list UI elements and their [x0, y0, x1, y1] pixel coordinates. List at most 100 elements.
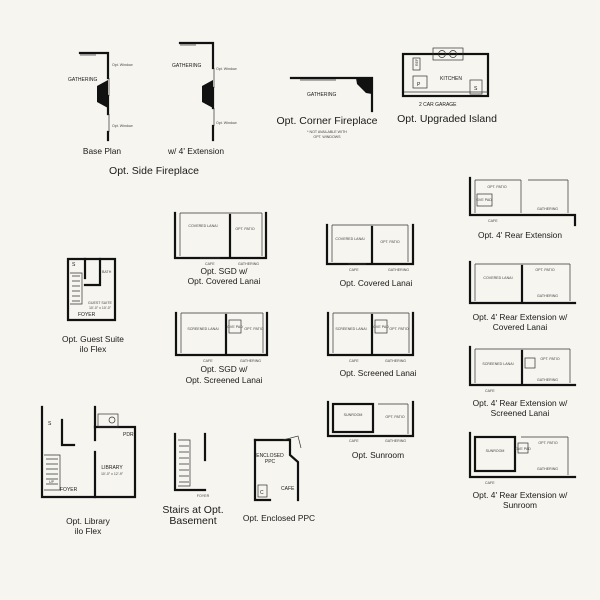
gathering-label: GATHERING — [238, 262, 259, 266]
guest-suite-title: ilo Flex — [80, 344, 107, 354]
covered-lanai-label: COVERED LANAI — [188, 224, 217, 228]
rear-extension-sunroom-plan: SUNROOM GVE PAD OPT. PATIO CAFE GATHERIN… — [468, 431, 577, 510]
screened-lanai-label: SCREENED LANAI — [482, 362, 513, 366]
screened-lanai-title: Opt. Screened Lanai — [340, 368, 417, 378]
library-title: Opt. Library — [66, 516, 111, 526]
sgd-covered-lanai-plan: COVERED LANAI OPT. PATIO CAFE GATHERING … — [173, 211, 268, 286]
base-plan-caption: Base Plan — [83, 146, 122, 156]
cafe-label: CAFE — [488, 219, 498, 223]
gathering-label: GATHERING — [307, 92, 336, 98]
sunroom-label: SUNROOM — [344, 413, 363, 417]
gathering-label: GATHERING — [172, 63, 201, 69]
fireplace-icon — [356, 78, 372, 94]
cafe-label: CAFE — [205, 262, 215, 266]
guest-suite-title: Opt. Guest Suite — [62, 334, 124, 344]
stairs-label: S — [48, 421, 52, 427]
library-plan: S PDR LIBRARY 10'-0" x 12'-9" FOYER UP O… — [40, 405, 137, 536]
stairs-basement-title: Basement — [169, 515, 216, 527]
opt-patio-label: OPT. PATIO — [535, 268, 554, 272]
opt-patio-label: OPT. PATIO — [487, 185, 506, 189]
screened-lanai-label: SCREENED LANAI — [187, 327, 218, 331]
foyer-label: FOYER — [78, 312, 96, 318]
gathering-label: GATHERING — [385, 439, 406, 443]
guest-suite-plan: S BATH GUEST SUITE 10'-0" x 10'-0" FOYER… — [62, 257, 124, 354]
sink-icon — [438, 50, 446, 58]
pad-outline — [517, 442, 529, 454]
opt-window-label: Opt. Window — [216, 67, 237, 71]
screened-lanai-plan: SCREENED LANAI GVE PAD OPT. PATIO CAFE G… — [326, 311, 417, 378]
pantry-label: P — [417, 82, 421, 88]
stairs-basement-title: Stairs at Opt. — [162, 504, 223, 516]
enclosed-ppc-plan: ENCLOSED PPC CAFE C Opt. Enclosed PPC — [243, 435, 315, 523]
kitchen-label: KITCHEN — [440, 76, 462, 82]
fireplace-icon — [202, 80, 213, 108]
guest-suite-label: GUEST SUITE — [88, 301, 112, 305]
rear-extension-sunroom-title: Opt. 4' Rear Extension w/ — [473, 490, 568, 500]
gathering-label: GATHERING — [68, 77, 97, 83]
upgraded-island-title: Opt. Upgraded Island — [397, 113, 497, 125]
cafe-label: CAFE — [203, 359, 213, 363]
library-title: ilo Flex — [75, 526, 102, 536]
enclosed-ppc-title: Opt. Enclosed PPC — [243, 513, 315, 523]
opt-patio-label: OPT. PATIO — [389, 327, 408, 331]
sgd-screened-lanai-title: Opt. SGD w/ — [200, 364, 248, 374]
covered-lanai-label: COVERED LANAI — [335, 237, 364, 241]
foyer-label: FOYER — [197, 494, 210, 498]
rear-extension-title: Opt. 4' Rear Extension — [478, 230, 562, 240]
pad-label: GVE PAD — [373, 325, 389, 329]
gathering-label: GATHERING — [385, 359, 406, 363]
pdr-label: PDR — [123, 432, 134, 438]
extension-caption: w/ 4' Extension — [167, 146, 224, 156]
fireplace-icon — [97, 80, 108, 108]
toilet-icon — [108, 416, 116, 424]
bath-label: BATH — [102, 270, 112, 274]
corner-fireplace-plan: GATHERING Opt. Corner Fireplace * NOT AV… — [277, 76, 378, 139]
closet-label: C — [260, 490, 264, 496]
sink-icon — [449, 50, 457, 58]
cafe-label: CAFE — [485, 481, 495, 485]
corner-fireplace-note: * NOT AVAILABLE WITH — [307, 130, 347, 134]
sunroom-walls — [331, 402, 375, 434]
sunroom-plan: SUNROOM OPT. PATIO CAFE GATHERING Opt. S… — [326, 400, 415, 460]
cafe-label: CAFE — [281, 486, 295, 492]
kitchen-island — [432, 47, 464, 61]
rear-extension-screened-lanai-plan: SCREENED LANAI OPT. PATIO CAFE GATHERING… — [468, 345, 577, 418]
rear-extension-covered-title: Opt. 4' Rear Extension w/ — [473, 312, 568, 322]
side-fireplace-title: Opt. Side Fireplace — [109, 165, 199, 177]
pad-outline — [524, 357, 536, 369]
library-dimensions: 10'-0" x 12'-9" — [101, 472, 124, 476]
gathering-label: GATHERING — [388, 268, 409, 272]
opt-patio-label: OPT. PATIO — [235, 227, 254, 231]
sunroom-walls — [473, 435, 517, 473]
covered-lanai-title: Opt. Covered Lanai — [340, 278, 413, 288]
stairs-label: S — [72, 262, 76, 268]
sunroom-label: SUNROOM — [486, 449, 505, 453]
refrigerator-label: REF — [415, 58, 419, 66]
sgd-covered-lanai-title: Opt. Covered Lanai — [188, 276, 261, 286]
pad-label: GVE PAD — [227, 325, 243, 329]
gathering-label: GATHERING — [537, 294, 558, 298]
cafe-label: CAFE — [485, 389, 495, 393]
opt-patio-label: OPT. PATIO — [538, 441, 557, 445]
corner-fireplace-title: Opt. Corner Fireplace — [277, 115, 378, 127]
pad-label: GVE PAD — [515, 447, 531, 451]
rear-extension-plan: OPT. PATIO GVE PAD CAFE GATHERING Opt. 4… — [468, 176, 577, 240]
covered-lanai-label: COVERED LANAI — [483, 276, 512, 280]
ppc-label: PPC — [265, 459, 276, 465]
covered-lanai-plan: COVERED LANAI OPT. PATIO CAFE GATHERING … — [325, 223, 415, 288]
rear-extension-screened-title: Opt. 4' Rear Extension w/ — [473, 398, 568, 408]
opt-patio-label: OPT. PATIO — [540, 357, 559, 361]
guest-suite-dimensions: 10'-0" x 10'-0" — [89, 306, 112, 310]
side-fireplace-extension: GATHERING Opt. Window Opt. Window w/ 4' … — [167, 41, 237, 156]
rear-extension-sunroom-title: Sunroom — [503, 500, 537, 510]
opt-patio-label: OPT. PATIO — [244, 327, 263, 331]
rear-extension-covered-title: Covered Lanai — [493, 322, 548, 332]
garage-label: 2 CAR GARAGE — [419, 102, 457, 108]
upgraded-island-plan: REF P KITCHEN S 2 CAR GARAGE Opt. Upgrad… — [397, 47, 497, 125]
pad-outline — [374, 319, 388, 334]
opt-window-label: Opt. Window — [216, 121, 237, 125]
stairs-label: S — [474, 86, 478, 92]
gathering-label: GATHERING — [240, 359, 261, 363]
corner-fireplace-note: OPT. WINDOWS — [313, 135, 341, 139]
